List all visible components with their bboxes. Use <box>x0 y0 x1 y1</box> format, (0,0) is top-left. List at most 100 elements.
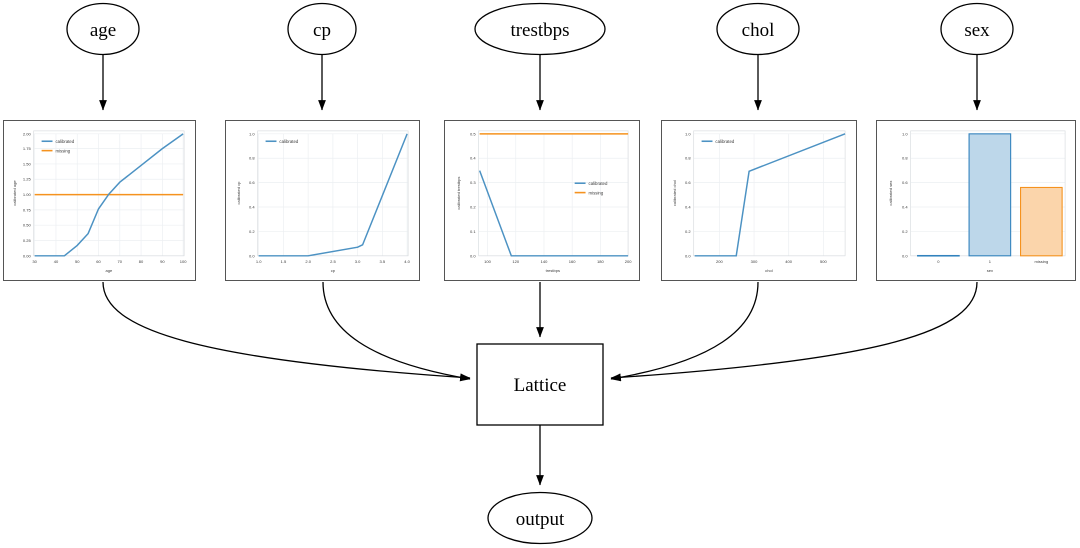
node-label-trestbps: trestbps <box>510 20 569 41</box>
lattice-node[interactable]: Lattice <box>476 343 604 426</box>
svg-text:1.0: 1.0 <box>249 131 255 136</box>
input-node-sex[interactable]: sex <box>940 2 1014 56</box>
svg-text:200: 200 <box>716 259 724 264</box>
trestbps-legend: calibrated missing <box>574 181 608 195</box>
svg-text:0.00: 0.00 <box>23 253 32 258</box>
chol-legend: calibrated <box>701 139 735 144</box>
svg-text:0.0: 0.0 <box>249 253 255 258</box>
svg-text:4.0: 4.0 <box>404 259 410 264</box>
sex-calibrator-panel[interactable]: 0.0 0.2 0.4 0.6 0.8 1.0 0 1 missing sex … <box>876 120 1076 281</box>
svg-text:0.2: 0.2 <box>685 229 691 234</box>
svg-text:0: 0 <box>937 259 940 264</box>
edges-input-to-calibrator <box>99 55 981 111</box>
node-label-cp: cp <box>313 20 331 41</box>
trestbps-xticklabels: 100 120 140 160 180 200 <box>484 259 632 264</box>
svg-text:30: 30 <box>32 259 37 264</box>
svg-text:180: 180 <box>597 259 605 264</box>
node-label-sex: sex <box>964 20 990 41</box>
svg-text:missing: missing <box>1034 259 1048 264</box>
cp-calibrator-panel[interactable]: calibrated 0.0 0.2 0.4 0.6 0.8 1.0 1.0 1… <box>225 120 420 281</box>
chol-yticklabels: 0.0 0.2 0.4 0.6 0.8 1.0 <box>685 131 691 258</box>
input-node-trestbps[interactable]: trestbps <box>474 2 606 56</box>
svg-text:0.6: 0.6 <box>685 180 691 185</box>
age-legend: calibrated missing <box>41 139 75 153</box>
svg-text:calibrated: calibrated <box>55 139 74 144</box>
svg-text:0.5: 0.5 <box>470 131 476 136</box>
chol-calibrator-panel[interactable]: calibrated 0.0 0.2 0.4 0.6 0.8 1.0 200 3… <box>661 120 857 281</box>
svg-text:0.4: 0.4 <box>685 205 691 210</box>
age-plot: calibrated missing 0.00 0.25 0.50 0.75 1… <box>12 130 187 273</box>
svg-text:0.6: 0.6 <box>249 180 255 185</box>
cp-yticklabels: 0.0 0.2 0.4 0.6 0.8 1.0 <box>249 131 255 258</box>
svg-text:1: 1 <box>989 259 992 264</box>
svg-text:140: 140 <box>541 259 549 264</box>
svg-text:2.5: 2.5 <box>330 259 336 264</box>
age-calibrator-panel[interactable]: calibrated missing 0.00 0.25 0.50 0.75 1… <box>3 120 196 281</box>
svg-text:0.2: 0.2 <box>249 229 255 234</box>
trestbps-ylabel: calibrated trestbps <box>456 177 461 210</box>
svg-text:calibrated: calibrated <box>279 139 298 144</box>
node-label-age: age <box>90 20 116 41</box>
sex-yticklabels: 0.0 0.2 0.4 0.6 0.8 1.0 <box>902 131 908 258</box>
svg-text:0.6: 0.6 <box>902 180 908 185</box>
svg-text:500: 500 <box>820 259 828 264</box>
input-node-cp[interactable]: cp <box>287 2 357 56</box>
svg-text:1.00: 1.00 <box>23 192 32 197</box>
input-node-chol[interactable]: chol <box>716 2 800 56</box>
trestbps-grid <box>478 133 629 257</box>
svg-text:calibrated: calibrated <box>589 181 608 186</box>
trestbps-calibrator-panel[interactable]: calibrated missing 0.0 0.1 0.2 0.3 0.4 0… <box>444 120 640 281</box>
input-node-age[interactable]: age <box>66 2 140 56</box>
svg-text:70: 70 <box>118 259 123 264</box>
sex-bars <box>917 133 1063 257</box>
svg-text:missing: missing <box>55 148 70 153</box>
svg-text:calibrated: calibrated <box>715 139 734 144</box>
cp-plot: calibrated 0.0 0.2 0.4 0.6 0.8 1.0 1.0 1… <box>236 130 411 273</box>
node-ellipse <box>287 2 357 56</box>
svg-text:3.0: 3.0 <box>355 259 361 264</box>
node-ellipse <box>487 491 593 545</box>
age-ylabel: calibrated age <box>12 180 17 206</box>
chol-xlabel: chol <box>765 268 773 273</box>
edge-cp-panel-to-lattice <box>322 281 471 382</box>
svg-text:0.25: 0.25 <box>23 238 32 243</box>
svg-text:0.0: 0.0 <box>470 253 476 258</box>
svg-text:300: 300 <box>751 259 759 264</box>
chol-ylabel: calibrated chol <box>672 180 677 206</box>
node-label-chol: chol <box>742 20 775 41</box>
sex-xticklabels: 0 1 missing <box>937 259 1048 264</box>
svg-text:3.5: 3.5 <box>380 259 386 264</box>
node-ellipse <box>474 2 606 56</box>
svg-text:0.8: 0.8 <box>685 156 691 161</box>
svg-text:1.50: 1.50 <box>23 161 32 166</box>
svg-text:0.1: 0.1 <box>470 229 476 234</box>
chol-xticklabels: 200 300 400 500 <box>716 259 827 264</box>
svg-text:100: 100 <box>484 259 492 264</box>
svg-text:60: 60 <box>96 259 101 264</box>
trestbps-yticklabels: 0.0 0.1 0.2 0.3 0.4 0.5 <box>470 131 476 258</box>
cp-legend: calibrated <box>265 139 299 144</box>
sex-ylabel: calibrated sex <box>888 181 893 206</box>
chol-axes-frame <box>693 130 846 257</box>
svg-text:200: 200 <box>625 259 633 264</box>
svg-text:2.00: 2.00 <box>23 131 32 136</box>
chol-series-calibrated <box>694 133 846 257</box>
trestbps-xlabel: trestbps <box>546 268 560 273</box>
output-node[interactable]: output <box>487 491 593 545</box>
cp-series-calibrated <box>258 133 408 257</box>
svg-text:1.0: 1.0 <box>256 259 262 264</box>
edge-age-panel-to-lattice <box>102 281 471 382</box>
svg-text:0.3: 0.3 <box>470 180 476 185</box>
svg-text:0.50: 0.50 <box>23 223 32 228</box>
svg-text:0.2: 0.2 <box>470 205 476 210</box>
svg-text:40: 40 <box>54 259 59 264</box>
lattice-label: Lattice <box>514 375 567 396</box>
svg-text:2.0: 2.0 <box>305 259 311 264</box>
cp-ylabel: calibrated cp <box>236 181 241 205</box>
svg-text:160: 160 <box>569 259 577 264</box>
node-ellipse <box>716 2 800 56</box>
svg-text:0.8: 0.8 <box>902 156 908 161</box>
svg-text:400: 400 <box>785 259 793 264</box>
svg-text:0.8: 0.8 <box>249 156 255 161</box>
